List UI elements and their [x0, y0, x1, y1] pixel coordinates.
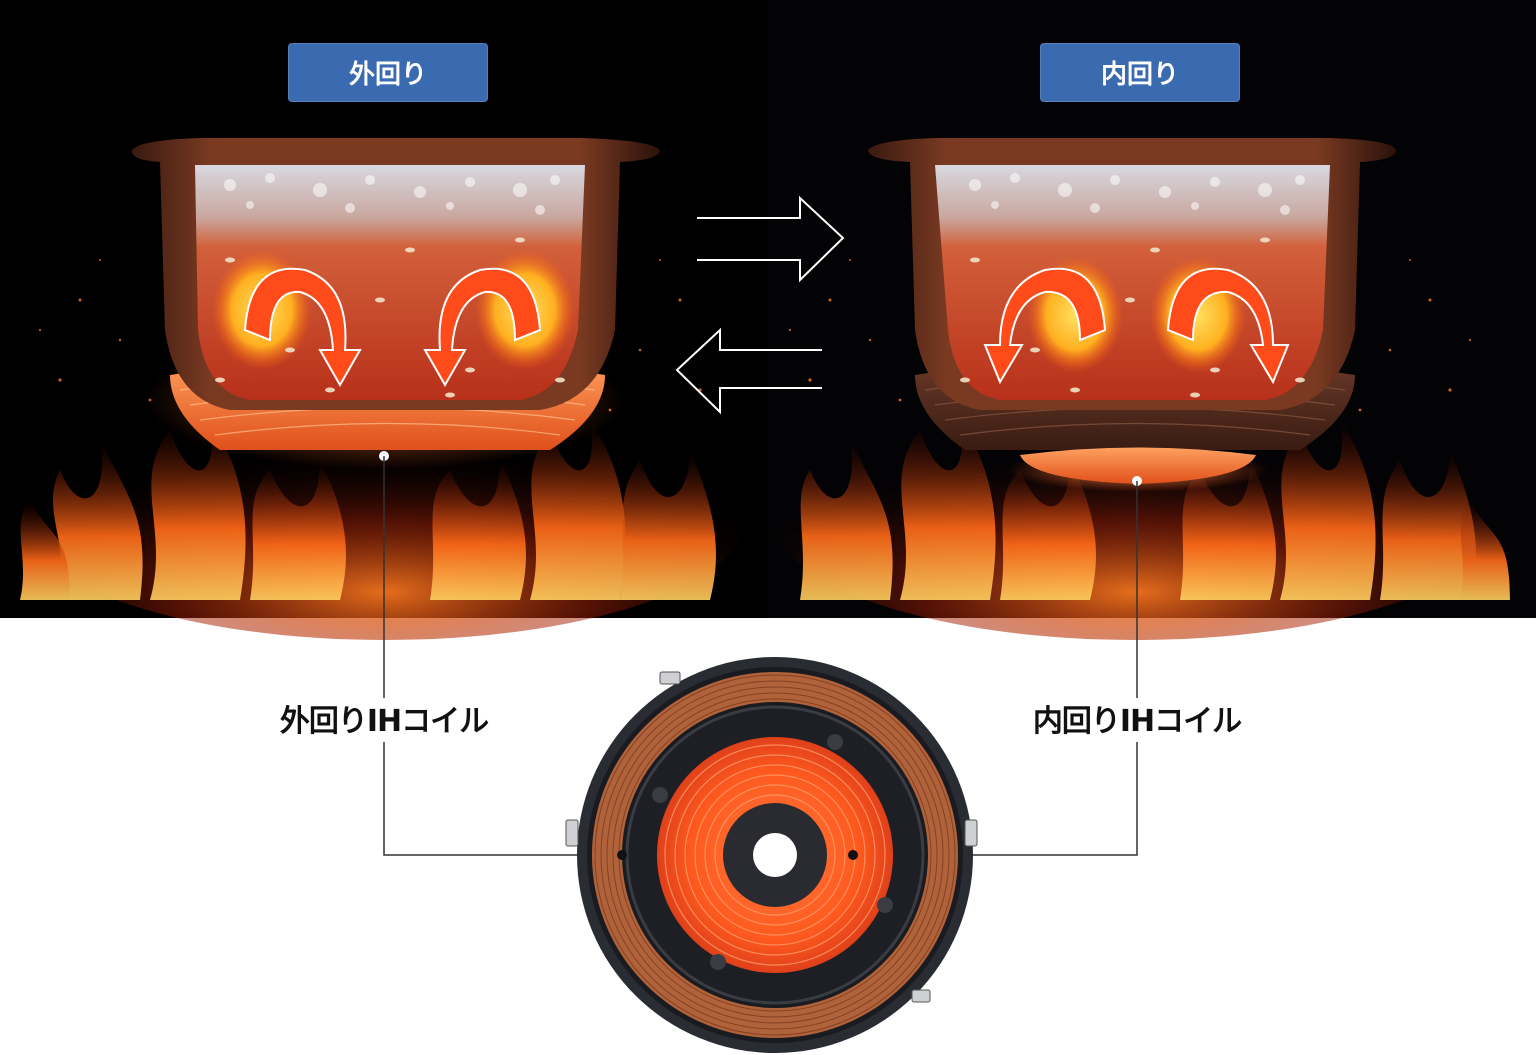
rotation-arrow-icon [243, 267, 542, 388]
outer-coil-label: 外回りIHコイル [279, 704, 489, 739]
rotation-arrow-icon [983, 267, 1290, 385]
flames-left [20, 420, 716, 600]
inner-base-hot [1020, 447, 1256, 484]
right-double-arrow-icon [697, 195, 845, 283]
left-double-arrow-icon [675, 327, 822, 415]
inner-mode-illustration [775, 138, 1510, 640]
flames-right [800, 420, 1510, 600]
outer-mode-illustration [20, 138, 745, 640]
outer-mode-badge: 外回り [288, 43, 488, 102]
inner-mode-badge: 内回り [1040, 43, 1240, 102]
inner-coil-label: 内回りIHコイル [1032, 704, 1242, 739]
ih-coil-unit [565, 657, 978, 1053]
